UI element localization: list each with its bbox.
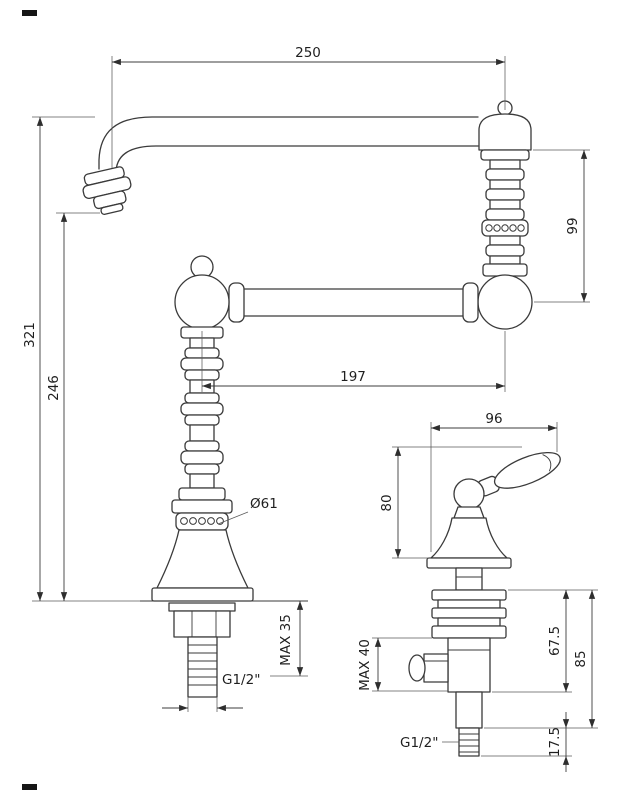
valve-thread <box>458 727 480 757</box>
dim-label-max40: MAX 40 <box>357 639 373 691</box>
threaded-shank <box>187 636 218 698</box>
side-valve <box>408 451 561 757</box>
dim-label-67-5: 67.5 <box>547 626 563 656</box>
dim-label-85: 85 <box>573 650 589 667</box>
dim-label-250: 250 <box>295 45 321 61</box>
valve-bell <box>430 517 508 559</box>
bell-base <box>156 529 249 589</box>
dim-base-diameter: Ø61 <box>217 496 278 525</box>
dim-valve-thread-length: 17.5 <box>481 712 572 772</box>
dim-thread-valve: G1/2" <box>400 735 459 751</box>
dim-label-96: 96 <box>485 411 502 427</box>
dim-label-321: 321 <box>22 322 38 348</box>
dim-label-99: 99 <box>565 217 581 234</box>
dim-arm-length: 197 <box>201 331 506 392</box>
dim-valve-body-depth: 67.5 <box>492 589 598 693</box>
dim-thread-main: G1/2" <box>162 672 260 712</box>
dim-label-max35: MAX 35 <box>278 614 294 666</box>
valve-ring-stack <box>431 589 507 639</box>
dim-label-197: 197 <box>340 369 366 385</box>
mounting-shank <box>168 602 236 698</box>
valve-lever <box>477 451 561 497</box>
valve-body <box>447 637 491 693</box>
dim-label-g12-main: G1/2" <box>222 672 260 688</box>
left-ball-joint <box>174 274 230 330</box>
dim-valve-handle-reach: 96 <box>430 411 558 552</box>
right-ball-joint <box>477 274 533 330</box>
spout <box>82 116 479 215</box>
dim-outlet-height: 246 <box>46 212 100 601</box>
mounting-nut <box>173 610 231 638</box>
dim-valve-handle-height: 80 <box>379 446 522 559</box>
right-joint-column <box>477 100 533 330</box>
dim-upper-joint-height: 99 <box>533 149 590 303</box>
spout-outlet <box>82 166 132 215</box>
dim-max-mount-valve: MAX 40 <box>357 637 448 692</box>
lever-ball <box>453 478 485 510</box>
dim-valve-total-depth: 85 <box>484 590 598 729</box>
main-faucet <box>82 100 533 698</box>
dim-label-80: 80 <box>379 494 395 511</box>
dim-spout-reach: 250 <box>111 45 506 168</box>
dim-label-d61: Ø61 <box>250 496 278 512</box>
dim-max-mount-main: MAX 35 <box>270 601 308 677</box>
crop-mark-bottom-left <box>22 784 37 790</box>
swivel-arm <box>228 282 479 323</box>
dim-label-246: 246 <box>46 375 62 401</box>
valve-side-outlet <box>408 653 449 683</box>
dim-label-17-5: 17.5 <box>547 727 563 757</box>
dim-label-g12-valve: G1/2" <box>400 735 438 751</box>
crop-mark-top-left <box>22 10 37 16</box>
dim-total-height: 321 <box>22 116 140 602</box>
lever-socket <box>453 506 485 519</box>
base-plate <box>151 587 254 602</box>
valve-shank <box>455 691 483 729</box>
washer <box>168 602 236 612</box>
